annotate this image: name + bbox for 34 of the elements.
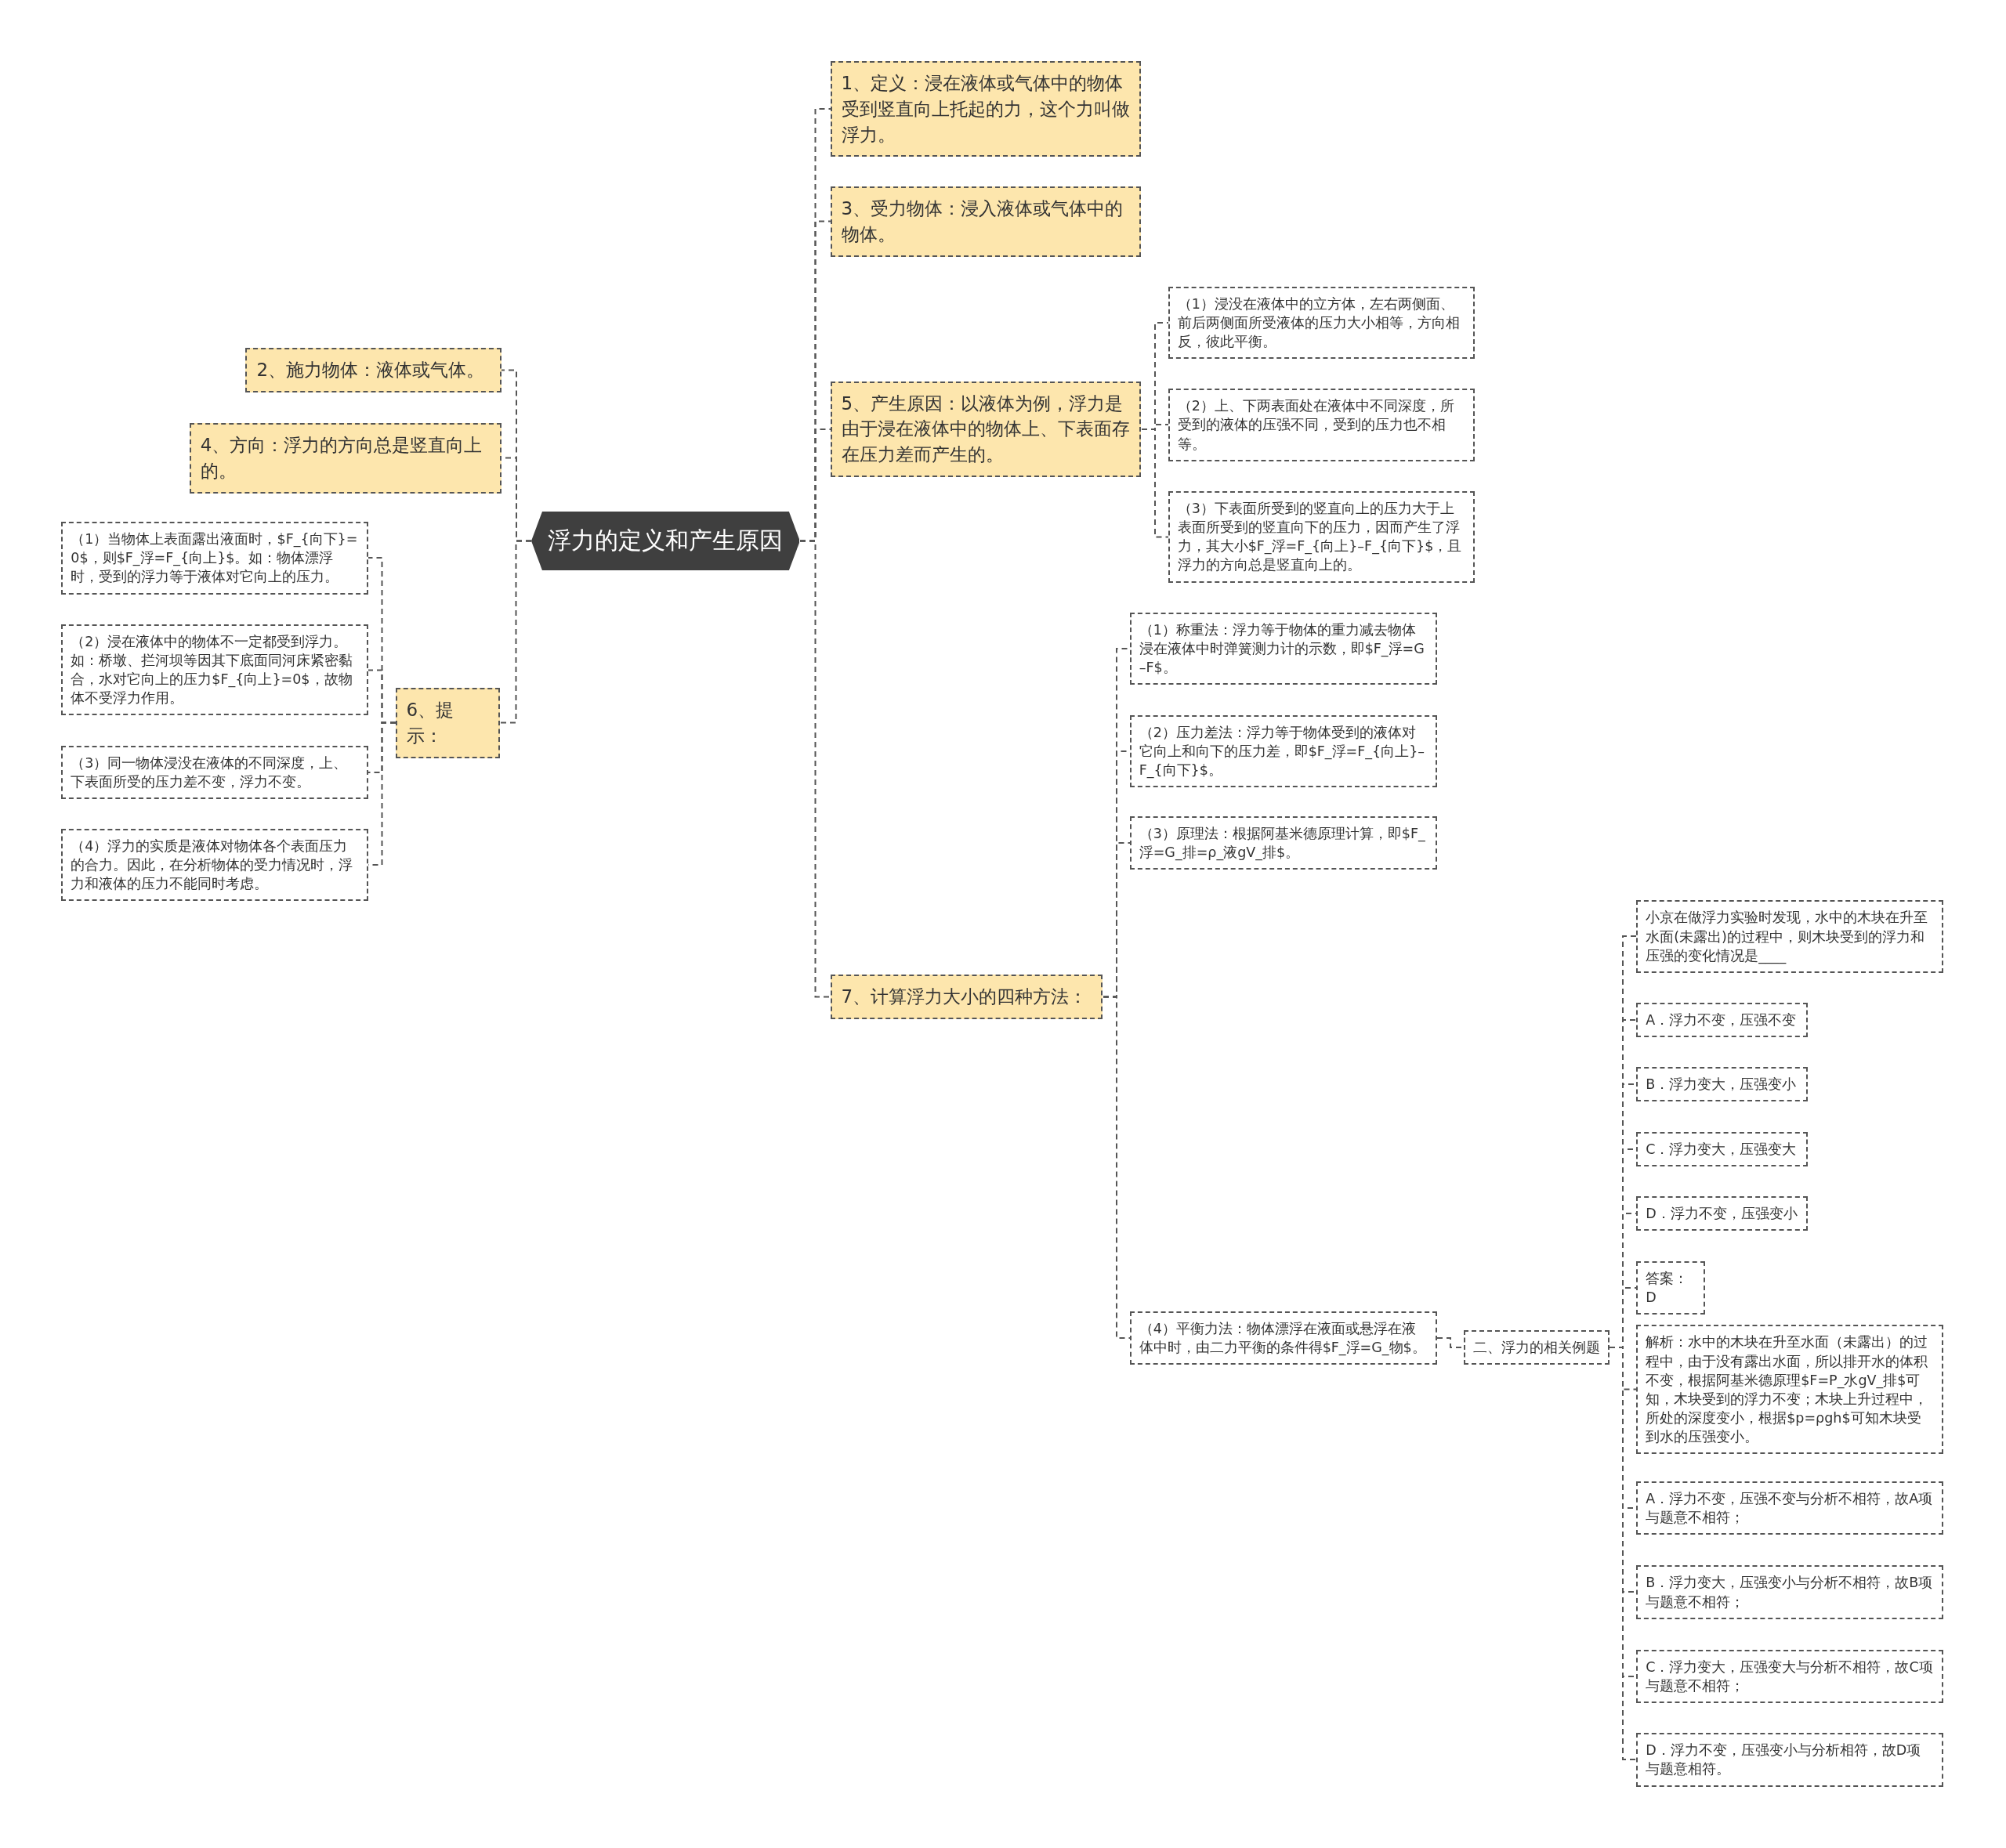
subtopic-box: 答案：D bbox=[1636, 1260, 1706, 1315]
topic-box: 6、提示： bbox=[395, 688, 501, 758]
subtopic-box: 二、浮力的相关例题 bbox=[1463, 1330, 1610, 1365]
topic-box: 5、产生原因：以液体为例，浮力是由于浸在液体中的物体上、下表面存在压力差而产生的。 bbox=[830, 381, 1142, 477]
subtopic-box: （2）压力差法：浮力等于物体受到的液体对它向上和向下的压力差，即$F_浮=F_{向上}–F_{向下}$。 bbox=[1129, 714, 1437, 788]
subtopic-box: （3）下表面所受到的竖直向上的压力大于上表面所受到的竖直向下的压力，因而产生了浮力，其大小$F_浮=F_{向上}–F_{向下}$，且浮力的方向总是竖直向上的。 bbox=[1168, 490, 1476, 583]
subtopic-box: A．浮力不变，压强不变与分析不相符，故A项与题意不相符； bbox=[1636, 1481, 1944, 1535]
connector-line bbox=[799, 540, 831, 998]
subtopic-box: D．浮力不变，压强变小 bbox=[1636, 1195, 1808, 1231]
topic-box: 7、计算浮力大小的四种方法： bbox=[830, 975, 1103, 1019]
topic-box: 4、方向：浮力的方向总是竖直向上的。 bbox=[189, 423, 502, 494]
connector-line bbox=[1141, 429, 1169, 538]
connector-line bbox=[500, 540, 532, 724]
subtopic-box: （4）浮力的实质是液体对物体各个表面压力的合力。因此，在分析物体的受力情况时，浮力和液体的压力不能同时考虑。 bbox=[61, 829, 369, 902]
subtopic-box: （1）浸没在液体中的立方体，左右两侧面、前后两侧面所受液体的压力大小相等，方向相反，彼此平衡。 bbox=[1168, 286, 1476, 360]
subtopic-box: C．浮力变大，压强变大与分析不相符，故C项与题意不相符； bbox=[1636, 1650, 1944, 1704]
subtopic-box: B．浮力变大，压强变小与分析不相符，故B项与题意不相符； bbox=[1636, 1565, 1944, 1619]
subtopic-box: （1）称重法：浮力等于物体的重力减去物体浸在液体中时弹簧测力计的示数，即$F_浮=G–F$。 bbox=[1129, 613, 1437, 685]
topic-box: 3、受力物体：浸入液体或气体中的物体。 bbox=[830, 186, 1142, 257]
topic-box: 1、定义：浸在液体或气体中的物体受到竖直向上托起的力，这个力叫做浮力。 bbox=[830, 61, 1142, 157]
subtopic-box: （2）浸在液体中的物体不一定都受到浮力。如：桥墩、拦河坝等因其下底面同河床紧密黏合，水对它向上的压力$F_{向上}=0$，故物体不受浮力作用。 bbox=[61, 624, 369, 716]
subtopic-box: （2）上、下两表面处在液体中不同深度，所受到的液体的压强不同，受到的压力也不相等。 bbox=[1168, 389, 1476, 461]
subtopic-box: C．浮力变大，压强变大 bbox=[1636, 1131, 1808, 1167]
subtopic-box: 小京在做浮力实验时发现，水中的木块在升至水面(未露出)的过程中，则木块受到的浮力和压强的变化情况是____ bbox=[1636, 900, 1944, 973]
subtopic-box: （4）平衡力法：物体漂浮在液面或悬浮在液体中时，由二力平衡的条件得$F_浮=G_物$。 bbox=[1129, 1311, 1437, 1365]
subtopic-box: B．浮力变大，压强变小 bbox=[1636, 1066, 1808, 1101]
topic-title: 浮力的定义和产生原因 bbox=[548, 526, 783, 556]
subtopic-box: 解析：水中的木块在升至水面（未露出）的过程中，由于没有露出水面，所以排开水的体积不变，根据阿基米德原理$F=P_水gV_排$可知，木块受到的浮力不变；木块上升过程中，所处的深度变小，根据$p=ρgh$可知木块受到水的压强变小。 bbox=[1636, 1325, 1944, 1455]
subtopic-box: （3）原理法：根据阿基米德原理计算，即$F_浮=G_排=ρ_液gV_排$。 bbox=[1129, 816, 1437, 870]
subtopic-box: A．浮力不变，压强不变 bbox=[1636, 1003, 1808, 1038]
topic-box: 2、施力物体：液体或气体。 bbox=[245, 348, 502, 392]
subtopic-box: （3）同一物体浸没在液体的不同深度，上、下表面所受的压力差不变，浮力不变。 bbox=[61, 745, 369, 800]
subtopic-box: （1）当物体上表面露出液面时，$F_{向下}=0$，则$F_浮=F_{向上}$。如：物体漂浮时，受到的浮力等于液体对它向上的压力。 bbox=[61, 522, 369, 595]
subtopic-box: D．浮力不变，压强变小与分析相符，故D项与题意相符。 bbox=[1636, 1733, 1944, 1787]
